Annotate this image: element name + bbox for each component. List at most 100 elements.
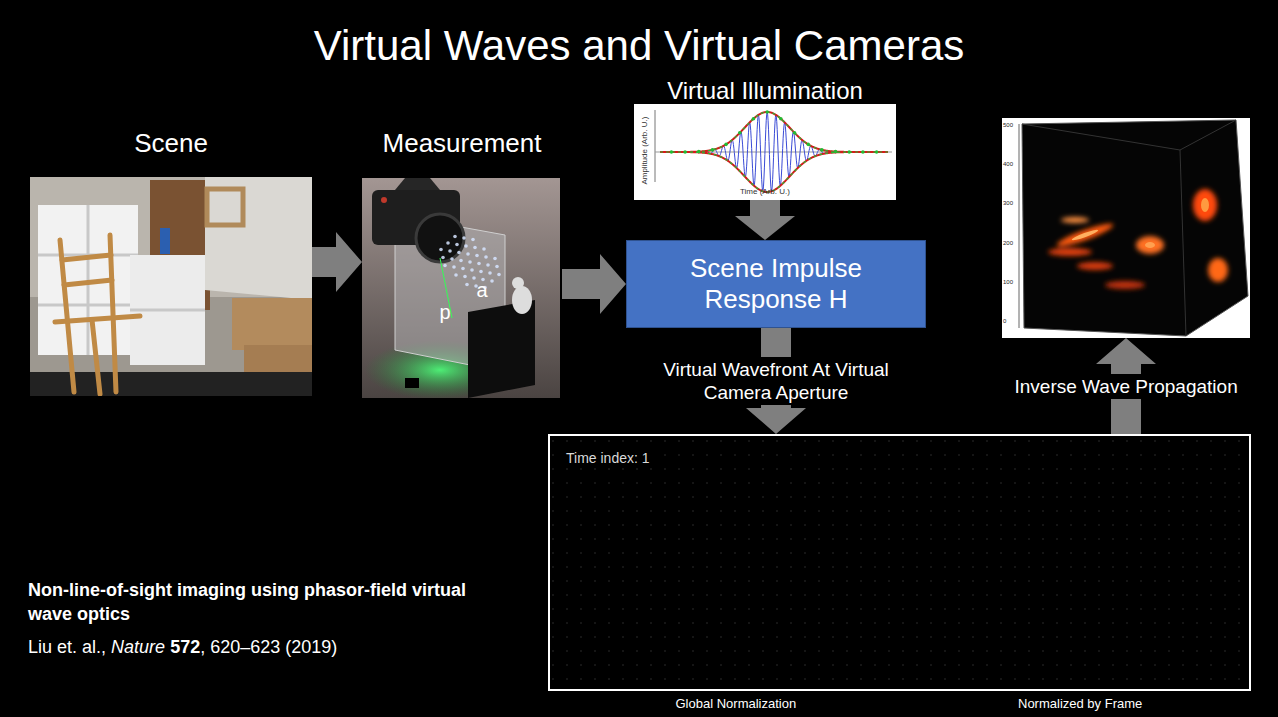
waveform <box>670 150 674 154</box>
relay-wall-points <box>477 262 481 266</box>
wavefront-panel-ground <box>550 436 1249 689</box>
illumination-plot-panel: Virtual Illumination <box>634 76 896 200</box>
citation-pages: , 620–623 (2019) <box>200 637 337 657</box>
waveform <box>697 150 701 154</box>
block-arrow <box>735 200 795 240</box>
relay-wall-points <box>473 246 477 250</box>
waveform <box>861 150 865 154</box>
waveform <box>806 143 810 147</box>
reconstruction-volume-art <box>1061 217 1089 223</box>
relay-wall-points <box>486 263 490 267</box>
relay-wall-points <box>495 265 499 269</box>
waveform <box>724 143 728 147</box>
waveform <box>660 152 888 192</box>
waveform <box>660 112 888 152</box>
waveform <box>765 110 769 114</box>
block-arrow <box>562 254 626 314</box>
reconstruction-volume-art <box>1022 120 1248 336</box>
measurement-illustration <box>405 378 419 388</box>
reconstruction-volume-art <box>1180 150 1186 336</box>
waveform <box>875 150 879 154</box>
relay-wall-points <box>455 243 459 247</box>
relay-wall-points <box>464 244 468 248</box>
waveform <box>711 148 715 152</box>
axis-tick: 0 <box>1003 318 1006 325</box>
illumination-plot <box>634 104 896 200</box>
measurement-illustration <box>512 277 524 289</box>
citation-title: Non-line-of-sight imaging using phasor-f… <box>28 578 468 626</box>
reconstruction-volume-art <box>1208 258 1228 282</box>
reconstruction-volume-art <box>1071 228 1099 241</box>
relay-wall-points <box>497 273 501 277</box>
relay-wall-points <box>461 267 465 271</box>
relay-wall-points <box>459 259 463 263</box>
reconstruction-volume: 5004003002001000 <box>1002 118 1250 338</box>
relay-wall-points <box>450 257 454 261</box>
reconstruction-volume-art <box>1201 198 1209 212</box>
reconstruction-volume-art <box>1048 248 1092 256</box>
waveform <box>820 148 824 152</box>
relay-wall-points <box>484 255 488 259</box>
relay-wall-points <box>471 238 475 242</box>
measurement-illustration <box>512 286 532 314</box>
waveform <box>660 152 888 192</box>
axis-label: Amplitude (Arb. U.) <box>640 116 649 184</box>
reconstruction-volume-art <box>1019 124 1020 328</box>
measurement-illustration <box>395 178 440 190</box>
scene-photo <box>62 255 111 260</box>
point-label: p <box>440 301 451 324</box>
waveform <box>738 131 742 135</box>
illumination-plot <box>655 110 656 182</box>
relay-wall-points <box>462 236 466 240</box>
relay-wall-points <box>479 270 483 274</box>
reconstruction-volume-art <box>1022 120 1248 336</box>
axis-tick: 200 <box>1003 240 1013 247</box>
frame-counter: Time index: 1 <box>564 450 652 467</box>
scene-photo <box>55 235 140 394</box>
box-text: Scene Impulse Response H <box>627 253 925 315</box>
relay-wall-points <box>457 251 461 255</box>
waveform <box>660 110 888 192</box>
reconstruction-volume-art <box>1022 124 1180 150</box>
scene-photo <box>110 235 116 392</box>
point-label: a <box>477 279 488 302</box>
reconstruction-volume-art <box>1002 118 1250 338</box>
waveform <box>660 112 888 152</box>
relay-wall-points <box>439 248 443 252</box>
process-box: Scene Impulse Response H <box>626 240 926 328</box>
axis-tick: 500 <box>1003 122 1013 129</box>
relay-wall-points <box>441 256 445 260</box>
scene-photo <box>130 309 205 312</box>
relay-wall-points <box>488 271 492 275</box>
relay-wall-points <box>463 275 467 279</box>
waveform <box>683 150 687 154</box>
reconstruction-volume-art <box>1145 242 1155 248</box>
relay-wall-points <box>446 241 450 245</box>
measurement-illustration <box>362 178 560 398</box>
measurement-illustration <box>416 214 464 262</box>
view-caption: Global Normalization <box>676 697 797 712</box>
reconstruction-volume-art <box>1048 189 1228 289</box>
scene-photo <box>160 228 170 254</box>
panel-heading: Virtual Illumination <box>604 76 926 106</box>
relay-wall-points <box>454 273 458 277</box>
relay-wall-points <box>466 252 470 256</box>
axis-tick: 300 <box>1003 200 1013 207</box>
scene-photo <box>55 316 140 322</box>
relay-wall-points <box>448 249 452 253</box>
reconstruction-volume-art <box>1193 189 1217 221</box>
relay-wall-points <box>470 268 474 272</box>
relay-wall-points <box>472 276 476 280</box>
reconstruction-volume-art <box>1002 118 1250 338</box>
measurement-illustration <box>468 300 535 398</box>
relay-wall-points <box>453 235 457 239</box>
waveform <box>793 131 797 135</box>
waveform <box>779 117 783 121</box>
relay-wall-points <box>452 265 456 269</box>
reconstruction-volume-art <box>1136 236 1164 254</box>
measurement-illustration <box>381 197 387 203</box>
scene-photo <box>205 177 312 300</box>
relay-wall-points <box>493 257 497 261</box>
axis-tick: 100 <box>1003 279 1013 286</box>
edge-label: Virtual Wavefront At Virtual Camera Aper… <box>630 357 922 405</box>
